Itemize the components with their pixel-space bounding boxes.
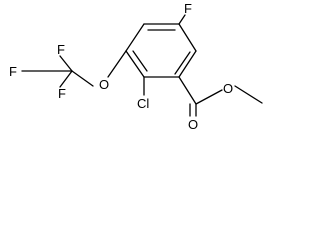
atom-label-o-carbonyl: O	[188, 117, 198, 132]
atom-label-f-cf3-top: F	[57, 42, 65, 57]
o-methyl-bond	[234, 85, 263, 104]
atom-labels: F F F F O Cl O O	[9, 1, 233, 132]
atom-label-f-top: F	[184, 1, 192, 16]
ring-bond-inner	[174, 51, 191, 75]
atom-label-f-cf3-bottom: F	[58, 86, 66, 101]
c-f-bond	[59, 55, 73, 72]
ring-bond	[125, 23, 145, 52]
atom-label-cl: Cl	[137, 96, 149, 111]
c-o-ester-bond	[195, 89, 223, 105]
c-f-bond	[178, 14, 186, 25]
ring-bond	[178, 50, 197, 78]
bond-lines	[21, 14, 263, 117]
atom-label-f-cf3-left: F	[9, 64, 17, 79]
c-o-ether-bond	[107, 50, 127, 78]
c-c-ester-bond	[178, 76, 197, 105]
atom-label-o-ester: O	[223, 81, 233, 96]
ring-bond	[178, 23, 197, 52]
o-c-bond	[71, 70, 94, 87]
ring-bond-inner	[132, 50, 148, 72]
molecular-structure: F F F F O Cl O O	[9, 1, 263, 132]
c-f-bond	[59, 70, 73, 88]
atom-label-o-ether: O	[99, 77, 109, 92]
ring-bond	[125, 50, 145, 78]
